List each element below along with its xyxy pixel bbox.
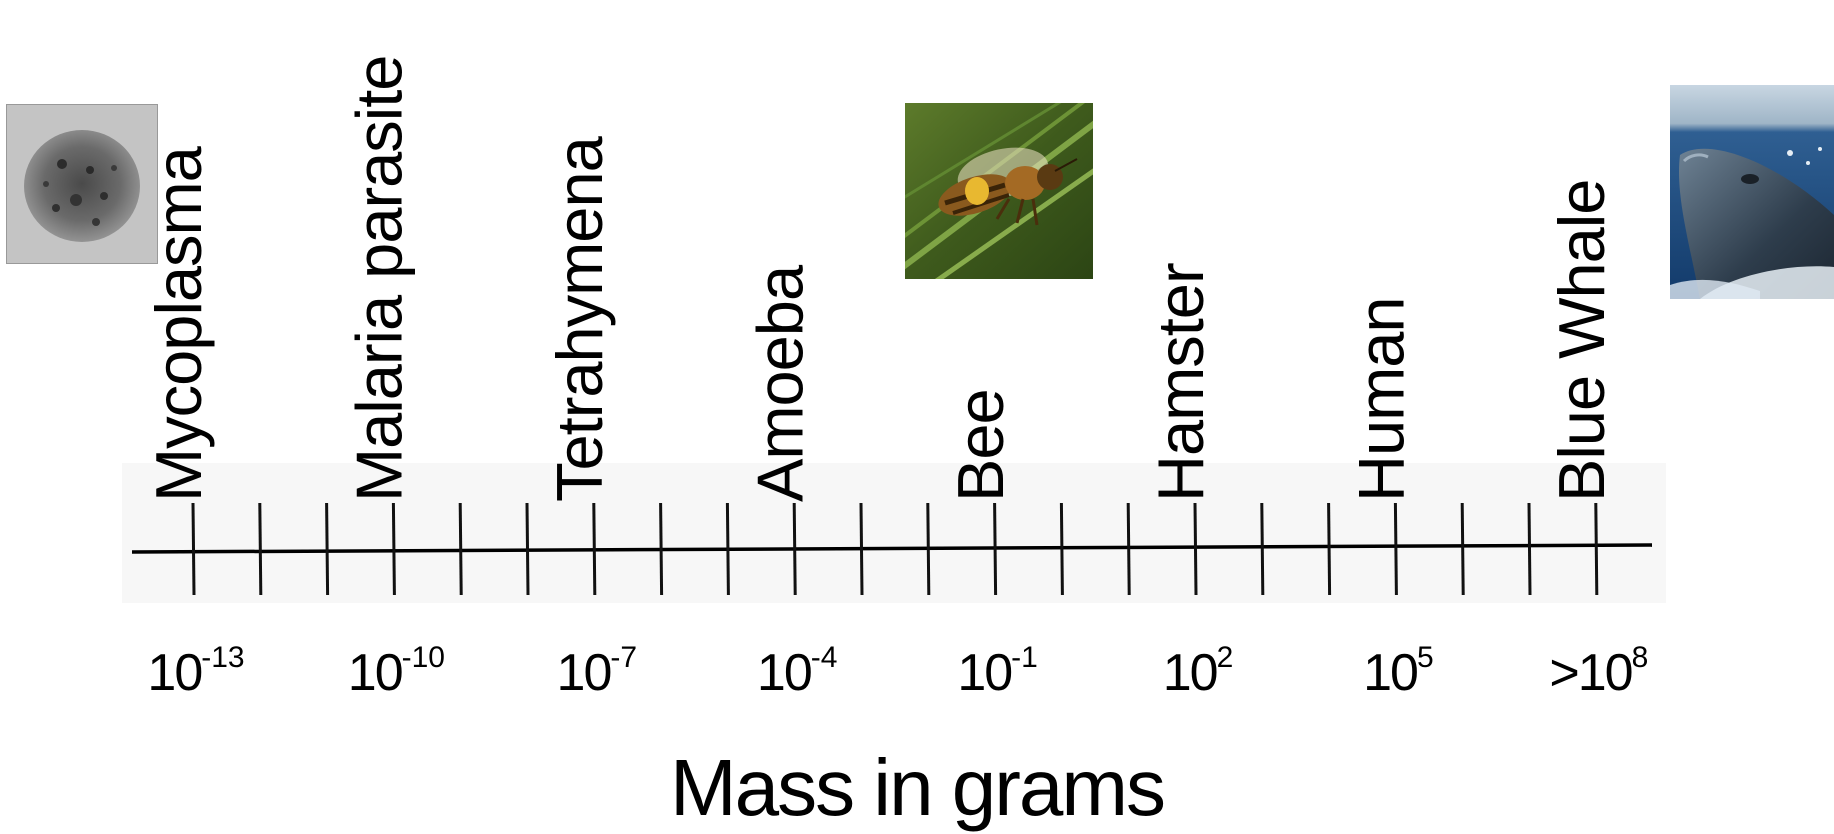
mass-tick-label: 10-1	[957, 641, 1038, 703]
mass-tick-label: >108	[1549, 641, 1649, 703]
mass-tick-label: 102	[1162, 641, 1234, 703]
bee-photo	[905, 103, 1093, 279]
mass-tick-label: 105	[1363, 641, 1434, 703]
mass-tick-label: 10-7	[556, 641, 638, 703]
organism-label: Human	[1344, 297, 1418, 502]
blue-whale-photo-icon	[1670, 85, 1834, 299]
minor-tick	[659, 502, 664, 596]
mass-tick-base: 10	[147, 644, 203, 702]
minor-tick	[1260, 502, 1265, 596]
major-tick	[391, 502, 396, 596]
minor-tick	[1126, 502, 1131, 596]
major-tick	[191, 502, 196, 596]
mass-tick-exponent: 8	[1631, 641, 1649, 674]
major-tick	[1594, 502, 1599, 596]
major-tick	[792, 502, 797, 596]
mass-tick-exponent: -7	[610, 641, 638, 674]
organism-label: Malaria parasite	[342, 55, 416, 502]
mass-tick-exponent: 2	[1216, 641, 1234, 674]
mass-tick-base: 10	[756, 644, 813, 702]
major-tick	[1393, 502, 1398, 596]
mass-tick-exponent: -10	[401, 641, 445, 674]
mycoplasma-micrograph-icon	[6, 104, 158, 264]
mass-tick-exponent: -4	[810, 641, 838, 674]
minor-tick	[859, 502, 864, 596]
mass-tick-label: 10-10	[347, 641, 445, 703]
mass-tick-exponent: -1	[1011, 641, 1038, 674]
bee-photo-icon	[905, 103, 1093, 279]
organism-label: Amoeba	[743, 265, 817, 502]
mass-tick-exponent: -13	[201, 641, 245, 674]
organism-label: Hamster	[1144, 263, 1218, 502]
minor-tick	[458, 502, 463, 596]
axis-line	[131, 543, 1653, 554]
mass-tick-base: 10	[957, 644, 1013, 702]
minor-tick	[258, 502, 263, 596]
mass-tick-base: 10	[347, 644, 404, 702]
major-tick	[592, 502, 597, 596]
mass-tick-base: >10	[1549, 644, 1633, 702]
mass-tick-base: 10	[556, 644, 613, 702]
minor-tick	[1460, 502, 1465, 596]
axis-title: Mass in grams	[669, 743, 1166, 832]
mycoplasma-micrograph	[6, 104, 158, 264]
major-tick	[1193, 502, 1198, 596]
mass-tick-label: 10-13	[147, 641, 245, 703]
mass-tick-base: 10	[1363, 644, 1419, 702]
minor-tick	[926, 502, 931, 596]
minor-tick	[525, 502, 530, 596]
scale-background	[122, 463, 1666, 603]
major-tick	[993, 502, 998, 596]
organism-label: Blue Whale	[1545, 179, 1618, 502]
mass-tick-base: 10	[1162, 644, 1219, 702]
minor-tick	[325, 502, 330, 596]
minor-tick	[725, 502, 730, 596]
minor-tick	[1059, 502, 1064, 596]
blue-whale-photo	[1670, 85, 1834, 299]
organism-label: Tetrahymena	[543, 137, 616, 502]
organism-label: Mycoplasma	[142, 147, 216, 502]
minor-tick	[1527, 502, 1532, 596]
organism-label: Bee	[943, 389, 1017, 502]
minor-tick	[1327, 502, 1332, 596]
mass-tick-exponent: 5	[1416, 641, 1434, 674]
mass-tick-label: 10-4	[756, 641, 838, 703]
